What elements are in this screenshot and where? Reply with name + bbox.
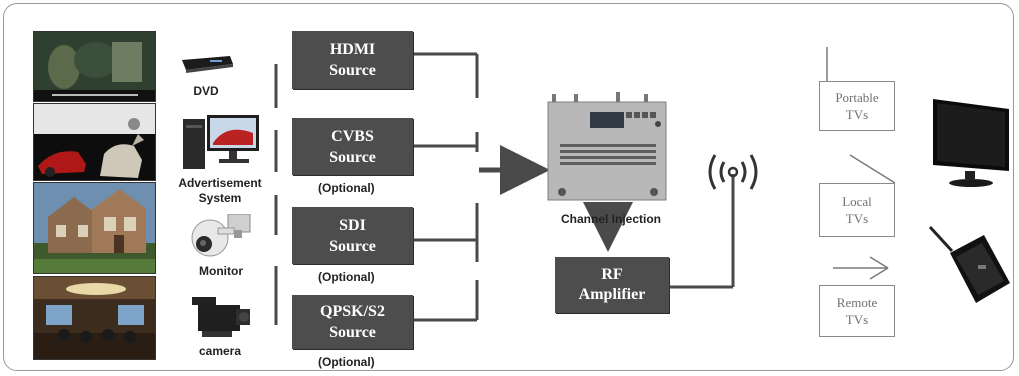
device-label-monitor: Monitor bbox=[199, 264, 243, 278]
cvbs-optional-label: (Optional) bbox=[318, 181, 375, 195]
portable-tvs-line1: Portable bbox=[835, 90, 879, 105]
video-camera-icon bbox=[188, 295, 252, 344]
flat-tv-icon bbox=[929, 95, 1013, 195]
movie-scene-photo bbox=[33, 31, 156, 102]
house-photo bbox=[33, 182, 156, 274]
device-label-advertisement: Advertisement bbox=[178, 176, 262, 190]
hdmi-source-box: HDMI Source bbox=[292, 31, 413, 89]
cvbs-source-box: CVBS Source bbox=[292, 118, 413, 175]
sdi-source-line1: SDI bbox=[339, 216, 366, 234]
conference-room-photo bbox=[33, 276, 156, 360]
device-label-camera: camera bbox=[198, 344, 242, 358]
device-label-advertisement-system: Advertisement System bbox=[170, 176, 270, 206]
rf-amplifier-line1: RF bbox=[601, 266, 623, 283]
portable-tvs-box: Portable TVs bbox=[819, 81, 895, 131]
local-tvs-line1: Local bbox=[842, 194, 872, 209]
remote-tvs-line2: TVs bbox=[845, 312, 869, 327]
security-camera-icon bbox=[188, 213, 256, 267]
dvd-player-icon bbox=[180, 52, 234, 79]
portable-tvs-line2: TVs bbox=[845, 107, 869, 122]
device-label-system: System bbox=[198, 191, 242, 205]
channel-injection-device-icon bbox=[546, 92, 670, 215]
cvbs-source-line1: CVBS bbox=[331, 127, 374, 145]
device-label-dvd: DVD bbox=[193, 84, 219, 98]
sdi-source-line2: Source bbox=[329, 237, 376, 255]
qpsk-source-box: QPSK/S2 Source bbox=[292, 295, 413, 349]
qpsk-source-line2: Source bbox=[329, 324, 376, 341]
computer-icon bbox=[183, 115, 263, 176]
portable-tv-icon bbox=[924, 225, 1012, 314]
hdmi-source-line1: HDMI bbox=[329, 41, 376, 58]
remote-tvs-line1: Remote bbox=[836, 295, 878, 310]
rf-amplifier-line2: Amplifier bbox=[578, 286, 646, 303]
remote-tvs-box: Remote TVs bbox=[819, 285, 895, 337]
local-tvs-line2: TVs bbox=[845, 211, 869, 226]
hdmi-source-line2: Source bbox=[329, 62, 376, 79]
qpsk-optional-label: (Optional) bbox=[318, 355, 375, 369]
rf-amplifier-box: RF Amplifier bbox=[555, 257, 669, 313]
car-horse-photo bbox=[33, 103, 156, 181]
channel-injection-label: Channel Injection bbox=[560, 212, 661, 226]
cvbs-source-line2: Source bbox=[329, 148, 376, 166]
local-tvs-box: Local TVs bbox=[819, 183, 895, 237]
sdi-optional-label: (Optional) bbox=[318, 270, 375, 284]
qpsk-source-line1: QPSK/S2 bbox=[320, 303, 385, 320]
broadcast-antenna-icon bbox=[702, 150, 764, 199]
sdi-source-box: SDI Source bbox=[292, 207, 413, 264]
